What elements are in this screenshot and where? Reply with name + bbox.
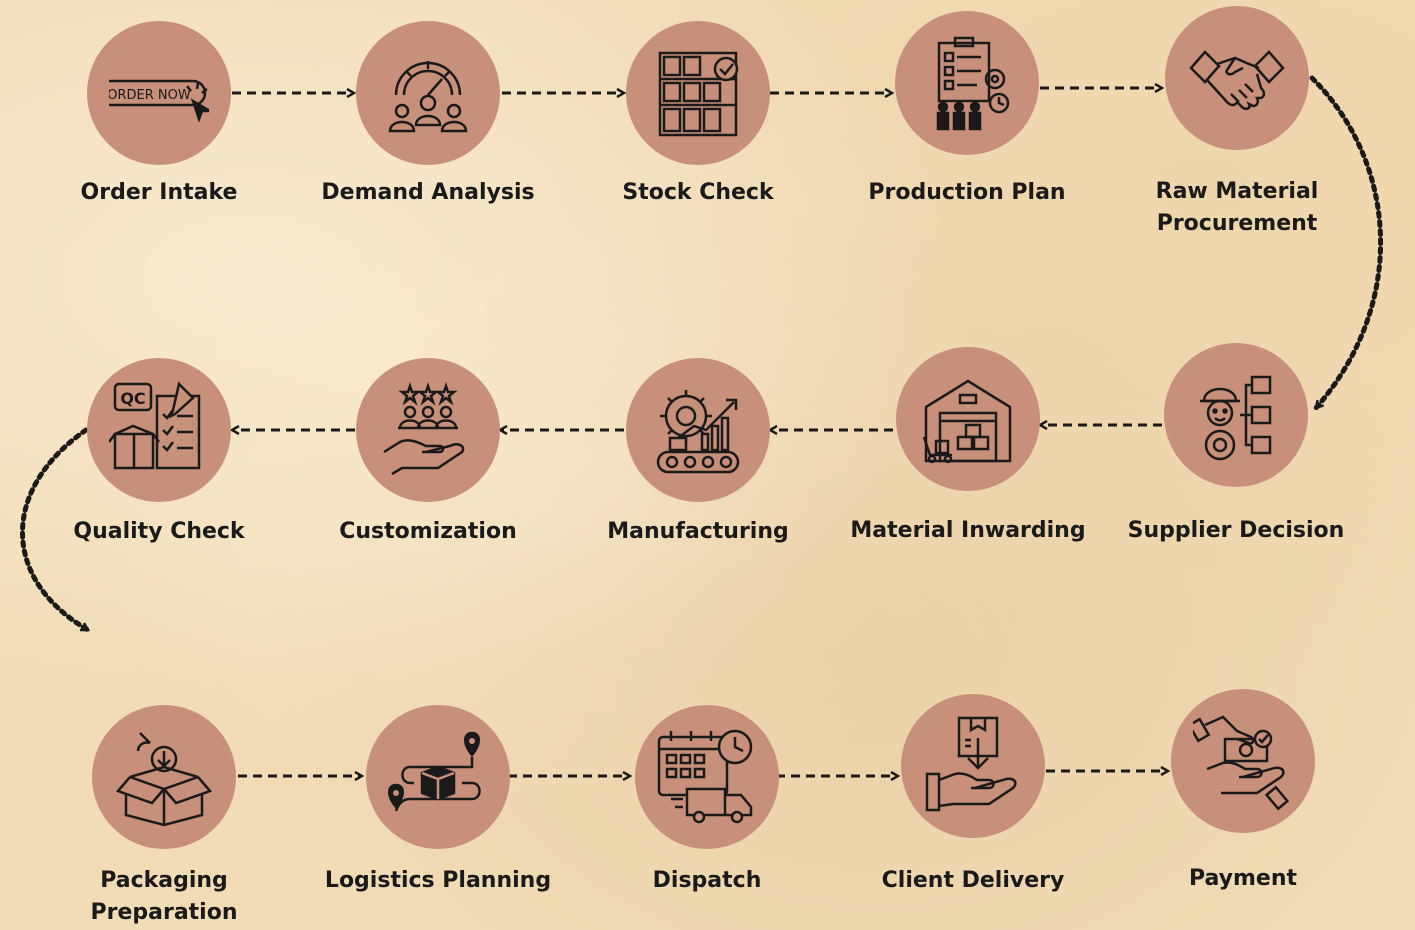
calendar-truck-icon xyxy=(635,705,779,849)
step-label: Quality Check xyxy=(73,519,245,544)
step-label: Material Inwarding xyxy=(850,518,1086,543)
step-label: Payment xyxy=(1188,866,1298,891)
hand-money-icon xyxy=(1171,689,1315,833)
hand-package-icon xyxy=(901,694,1045,838)
step-label: Client Delivery xyxy=(881,868,1065,893)
arrow-5-6-curve xyxy=(1309,75,1384,411)
arrow-10-11-curve xyxy=(20,427,91,633)
step-label: Customization xyxy=(339,519,517,544)
svg-text:QC: QC xyxy=(120,389,145,408)
supplier-decision-icon xyxy=(1164,343,1308,487)
step-label: Supplier Decision xyxy=(1127,518,1345,543)
qc-box-icon: QC xyxy=(87,358,231,502)
step-label: Production Plan xyxy=(868,180,1066,205)
warehouse-shelves-icon xyxy=(626,21,770,165)
step-label: Raw Material Procurement xyxy=(1155,179,1319,236)
step-label: Order Intake xyxy=(80,180,238,205)
order-now-icon: ORDER NOW xyxy=(87,21,231,165)
step-label: Stock Check xyxy=(622,180,774,205)
demand-analysis-icon xyxy=(356,21,500,165)
handshake-icon xyxy=(1165,6,1309,150)
production-plan-icon xyxy=(895,11,1039,155)
step-label: Packaging Preparation xyxy=(90,868,238,925)
step-label: Logistics Planning xyxy=(324,868,552,893)
customer-rating-icon xyxy=(356,358,500,502)
svg-text:ORDER NOW: ORDER NOW xyxy=(109,88,191,103)
open-box-icon xyxy=(92,705,236,849)
conveyor-gear-icon xyxy=(626,358,770,502)
route-box-icon xyxy=(366,705,510,849)
step-label: Manufacturing xyxy=(607,519,789,544)
warehouse-inward-icon xyxy=(896,347,1040,491)
step-label: Dispatch xyxy=(652,868,762,893)
step-label: Demand Analysis xyxy=(321,180,535,205)
